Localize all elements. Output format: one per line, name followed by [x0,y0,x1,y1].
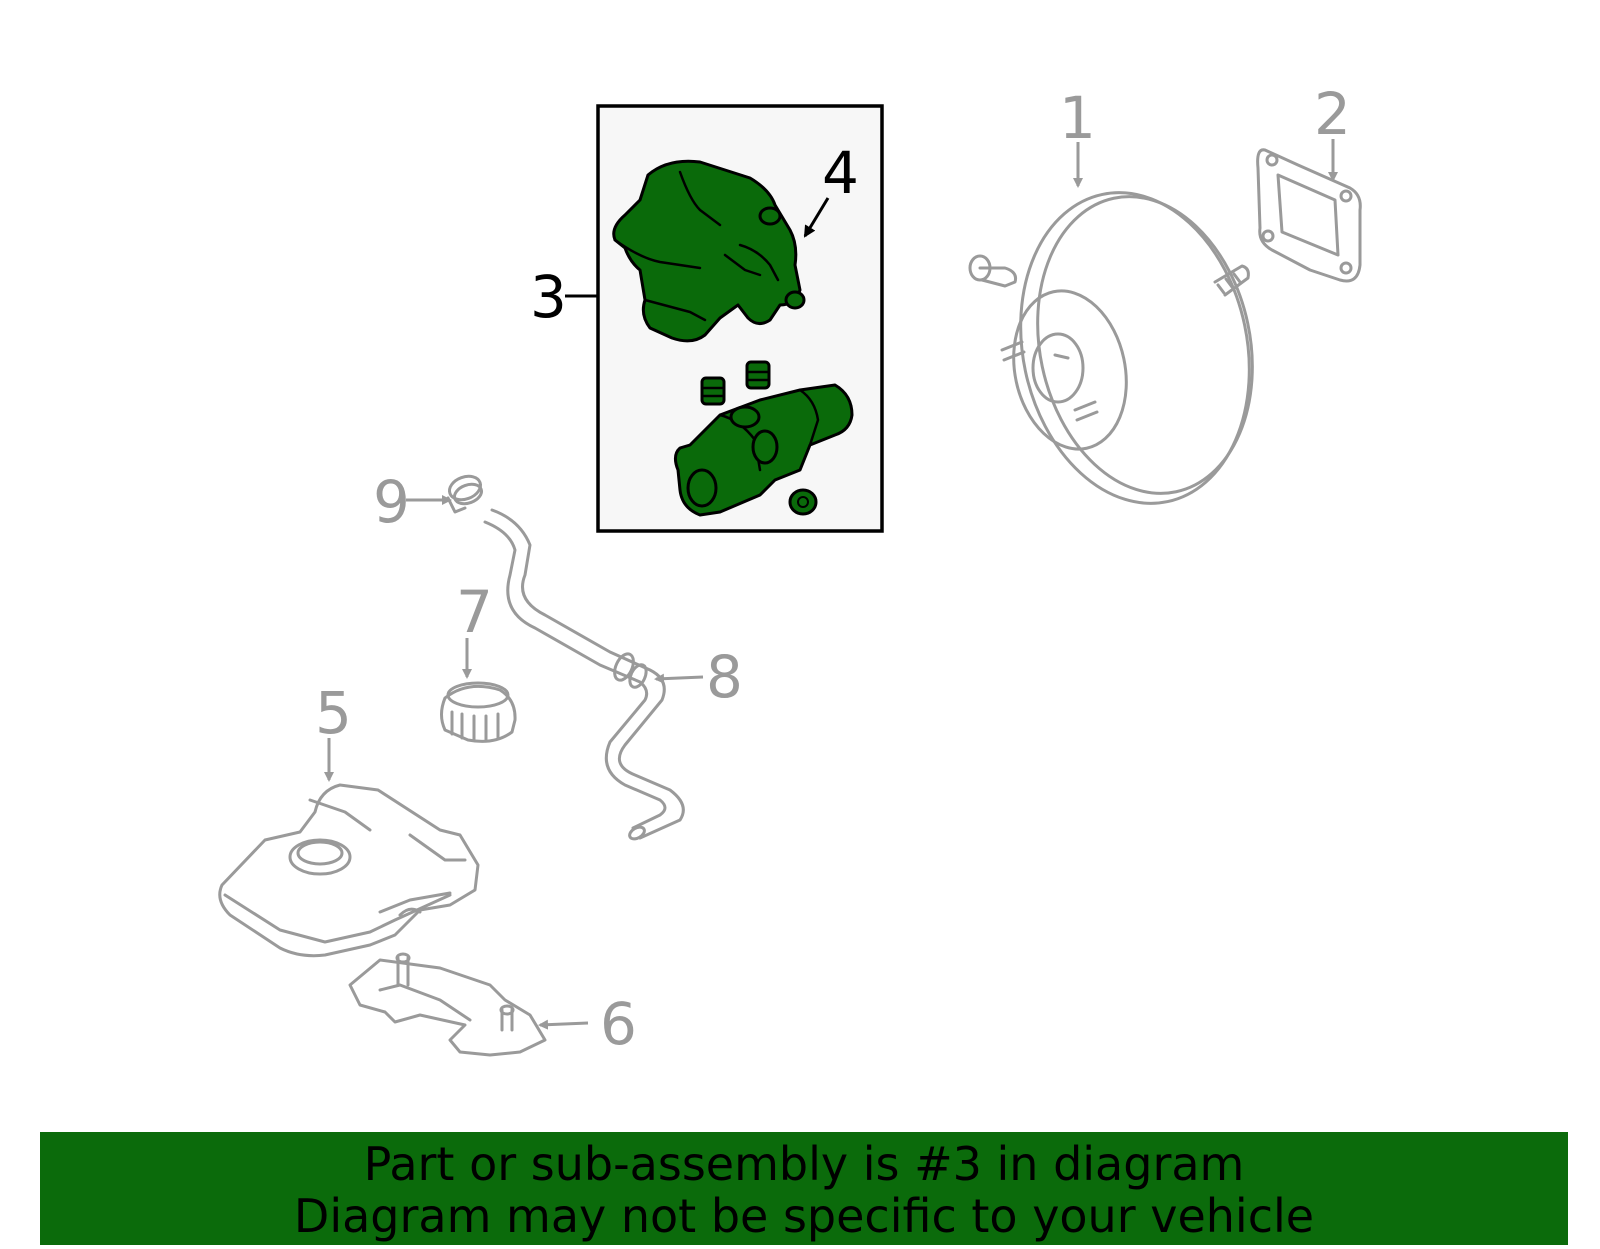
part-5-fluid-reservoir[interactable] [218,783,480,958]
part-9-clamp[interactable] [446,472,484,514]
part-2-gasket[interactable] [1256,148,1362,283]
callout-7: 7 [456,578,493,646]
banner-line-1: Part or sub-assembly is #3 in diagram [363,1137,1245,1191]
banner-line-2: Diagram may not be specific to your vehi… [293,1189,1315,1243]
callout-9: 9 [373,468,410,536]
callout-1: 1 [1059,84,1096,152]
callout-6: 6 [600,990,637,1058]
part-1-brake-booster[interactable] [968,171,1279,525]
callout-3: 3 [530,263,567,331]
part-8-hose[interactable] [483,508,685,841]
cylinder-nut [788,488,818,516]
callout-5: 5 [315,679,352,747]
part-6-bracket[interactable] [348,952,547,1057]
part-3-master-cylinder[interactable] [673,360,854,517]
part-4-reservoir[interactable] [612,159,806,343]
part-7-cap[interactable] [440,681,517,743]
grommet-right [745,360,771,390]
callout-4: 4 [822,139,859,207]
leader-arrows [324,139,1338,1030]
info-banner: Part or sub-assembly is #3 in diagram Di… [40,1132,1568,1245]
callout-2: 2 [1314,80,1351,148]
callout-8: 8 [706,643,743,711]
grommet-left [700,376,726,406]
